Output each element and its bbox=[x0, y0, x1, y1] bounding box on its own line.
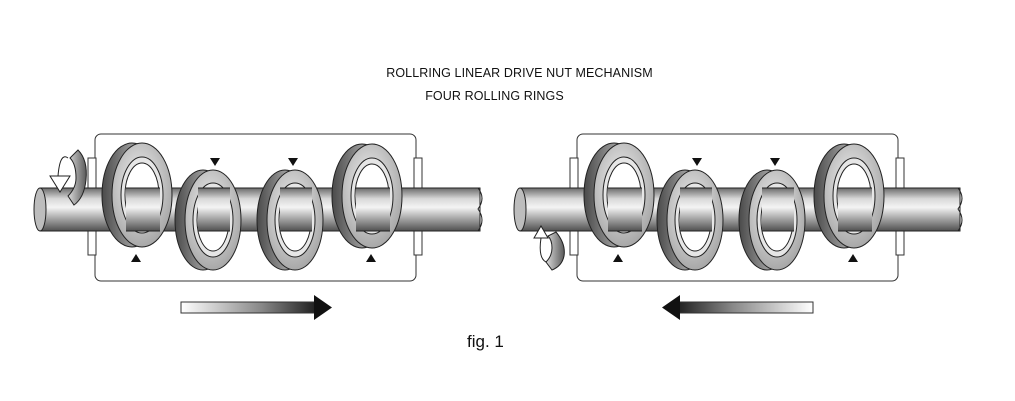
right-view bbox=[513, 133, 963, 320]
rotation-arrow-up-icon bbox=[533, 225, 565, 271]
figure-caption: fig. 1 bbox=[467, 332, 504, 351]
diagram-title: ROLLRING LINEAR DRIVE NUT MECHANISM bbox=[386, 66, 653, 80]
contact-marker bbox=[131, 254, 141, 262]
travel-arrow-right-icon bbox=[180, 295, 332, 320]
contact-marker bbox=[366, 254, 376, 262]
contact-marker bbox=[692, 158, 702, 166]
shaft-end-left bbox=[33, 187, 47, 232]
contact-marker bbox=[613, 254, 623, 262]
left-view bbox=[33, 133, 483, 320]
contact-marker bbox=[770, 158, 780, 166]
rotation-arrow-down-icon bbox=[49, 149, 87, 206]
contact-marker bbox=[288, 158, 298, 166]
contact-marker bbox=[210, 158, 220, 166]
travel-arrow-left-icon bbox=[662, 295, 814, 320]
contact-marker bbox=[848, 254, 858, 262]
shaft-end-left bbox=[513, 187, 527, 232]
diagram-subtitle: FOUR ROLLING RINGS bbox=[425, 89, 564, 103]
